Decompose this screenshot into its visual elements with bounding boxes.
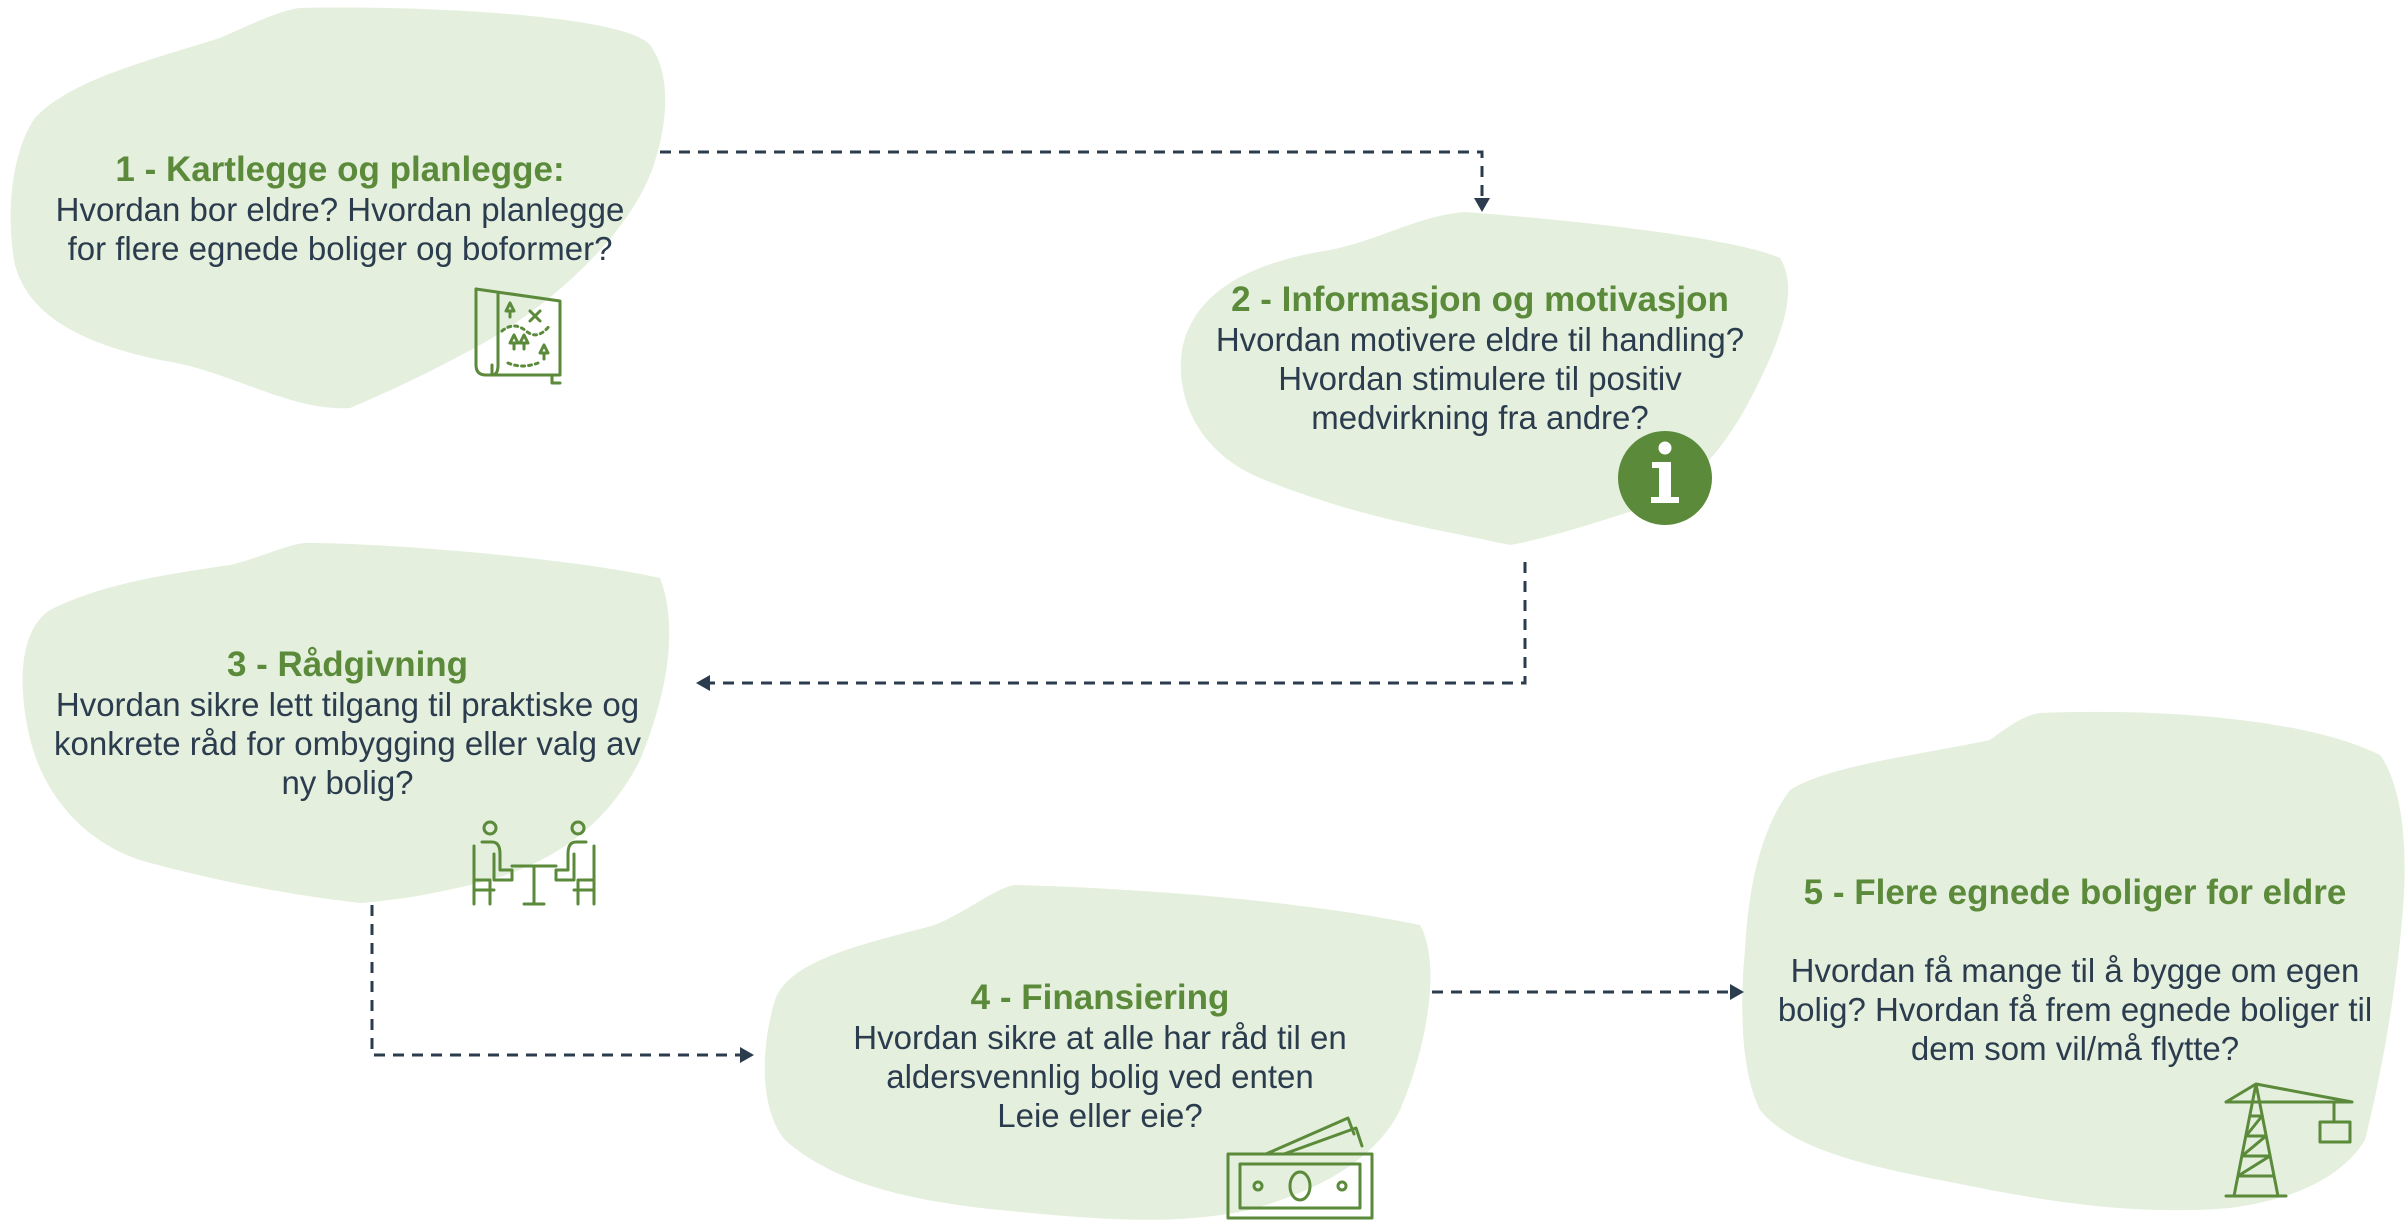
step-4-title: 4 - Finansiering — [970, 978, 1230, 1017]
step-3-line-2: konkrete råd for ombygging eller valg av — [54, 725, 641, 762]
consultation-icon — [472, 820, 596, 906]
step-4-blob — [764, 885, 1431, 1220]
step-3-line-1: Hvordan sikre lett tilgang til praktiske… — [55, 686, 640, 723]
connector-1-2 — [660, 150, 1490, 212]
step-2-line-1: Hvordan motivere eldre til handling? — [1215, 321, 1745, 358]
step-1-blob — [10, 7, 666, 409]
connector-3-4 — [370, 905, 754, 1063]
step-3-blob — [22, 543, 670, 903]
connector-4-5 — [1432, 984, 1744, 1000]
step-5-line-3: dem som vil/må flytte? — [1910, 1030, 2240, 1067]
step-2-text: 2 - Informasjon og motivasjon Hvordan mo… — [1140, 280, 1820, 437]
step-2-title: 2 - Informasjon og motivasjon — [1231, 280, 1729, 319]
step-5-line-1: Hvordan få mange til å bygge om egen — [1790, 952, 2360, 989]
step-3-title: 3 - Rådgivning — [226, 645, 469, 684]
step-2-line-2: Hvordan stimulere til positiv — [1278, 360, 1682, 397]
step-4-text: 4 - Finansiering Hvordan sikre at alle h… — [760, 978, 1440, 1135]
money-icon — [1226, 1116, 1374, 1220]
connector-2-3 — [696, 562, 1527, 691]
step-1-line-2: for flere egnede boliger og boformer? — [67, 230, 613, 267]
step-2-line-3: medvirkning fra andre? — [1311, 399, 1649, 436]
step-5-line-2: bolig? Hvordan få frem egnede boliger ti… — [1777, 991, 2373, 1028]
crane-icon — [2224, 1082, 2354, 1198]
step-3-line-3: ny bolig? — [281, 764, 414, 801]
map-icon — [474, 287, 562, 385]
step-5-blob — [1742, 711, 2405, 1211]
step-5-text: 5 - Flere egnede boliger for eldre Hvord… — [1745, 873, 2405, 1068]
step-4-line-3: Leie eller eie? — [997, 1097, 1203, 1134]
step-4-line-2: aldersvennlig bolig ved enten — [886, 1058, 1314, 1095]
step-4-line-1: Hvordan sikre at alle har råd til en — [853, 1019, 1347, 1056]
step-1-line-1: Hvordan bor eldre? Hvordan planlegge — [55, 191, 625, 228]
step-1-title: 1 - Kartlegge og planlegge: — [115, 150, 565, 189]
info-icon — [1618, 431, 1712, 525]
step-1-text: 1 - Kartlegge og planlegge: Hvordan bor … — [0, 150, 680, 268]
step-5-title: 5 - Flere egnede boliger for eldre — [1803, 873, 2347, 912]
step-3-text: 3 - Rådgivning Hvordan sikre lett tilgan… — [0, 645, 695, 802]
